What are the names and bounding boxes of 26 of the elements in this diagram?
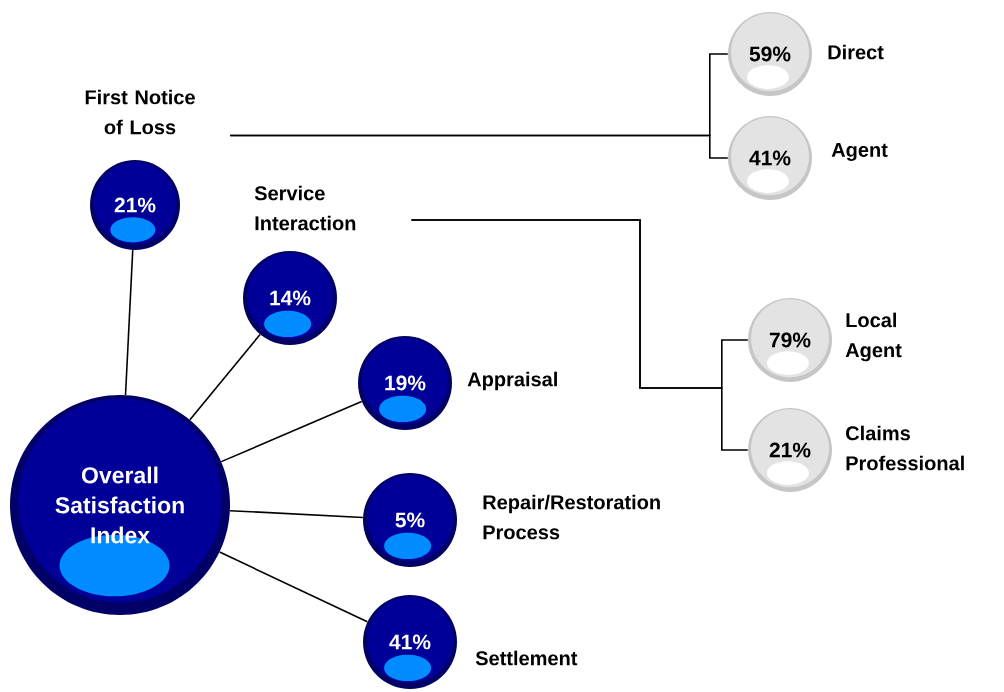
sphere: 19% bbox=[358, 336, 452, 430]
sphere: 41% bbox=[728, 116, 812, 200]
connector-line bbox=[229, 134, 729, 159]
sphere: 41% bbox=[363, 595, 457, 689]
sphere-label: Settlement bbox=[475, 650, 578, 666]
sphere: 5% bbox=[363, 473, 457, 567]
connector-line bbox=[218, 551, 369, 623]
sphere: 79% bbox=[748, 298, 832, 382]
connector-line bbox=[229, 509, 364, 519]
sphere: 59% bbox=[728, 12, 812, 96]
sphere: Overall Satisfaction Index bbox=[10, 395, 230, 615]
sphere-label: Local Agent bbox=[845, 312, 902, 362]
connector-line bbox=[124, 249, 134, 396]
sphere-label: Agent bbox=[831, 143, 888, 161]
connector-line bbox=[220, 400, 363, 463]
sphere-label: First Notice of Loss bbox=[85, 89, 195, 135]
sphere-label: Claims Professional bbox=[846, 425, 964, 471]
sphere-label: Appraisal bbox=[467, 371, 557, 391]
connector-line bbox=[189, 333, 261, 421]
sphere-label: Direct bbox=[828, 44, 884, 60]
connector-line bbox=[410, 219, 749, 451]
sphere: 14% bbox=[243, 251, 337, 345]
sphere: 21% bbox=[748, 408, 832, 492]
sphere-label: Service Interaction bbox=[254, 185, 356, 231]
sphere: 21% bbox=[90, 160, 180, 250]
sphere-label: Repair/Restoration Process bbox=[483, 494, 660, 540]
